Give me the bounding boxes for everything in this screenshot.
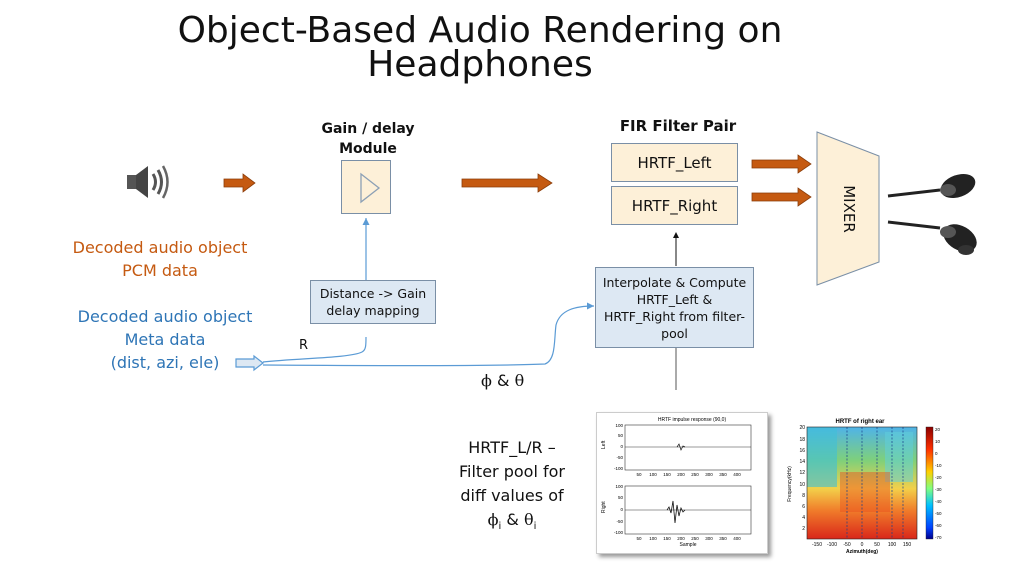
svg-text:0: 0 [861, 542, 864, 548]
svg-text:Right: Right [601, 501, 607, 513]
svg-text:8: 8 [802, 493, 805, 499]
svg-text:150: 150 [903, 542, 912, 548]
svg-text:-50: -50 [935, 511, 942, 516]
interpolate-box: Interpolate & Compute HRTF_Left & HRTF_R… [595, 267, 754, 348]
filter-pool-label: HRTF_L/R – Filter pool for diff values o… [459, 438, 565, 533]
svg-text:400: 400 [733, 536, 741, 541]
svg-text:-20: -20 [935, 475, 942, 480]
mixer-shape [816, 131, 880, 286]
svg-text:50: 50 [618, 433, 624, 438]
svg-text:50: 50 [618, 495, 624, 500]
heatmap-title: HRTF of right ear [836, 419, 886, 425]
svg-text:200: 200 [677, 472, 685, 477]
page-title: Object-Based Audio Rendering on Headphon… [177, 10, 783, 85]
svg-text:-100: -100 [614, 466, 624, 471]
svg-text:14: 14 [799, 459, 805, 465]
orange-arrow-2 [461, 173, 553, 193]
svg-text:-70: -70 [935, 535, 942, 540]
svg-text:400: 400 [733, 472, 741, 477]
svg-text:-30: -30 [935, 487, 942, 492]
gain-module-label: Gain / delay Module [321, 121, 415, 157]
svg-text:100: 100 [615, 484, 623, 489]
svg-text:6: 6 [802, 504, 805, 510]
svg-text:4: 4 [802, 515, 805, 521]
svg-text:100: 100 [649, 472, 657, 477]
svg-text:300: 300 [705, 472, 713, 477]
svg-text:300: 300 [705, 536, 713, 541]
r-label: R [299, 338, 309, 353]
svg-text:-40: -40 [935, 499, 942, 504]
pcm-data-label: Decoded audio object PCM data [72, 238, 248, 280]
svg-text:-10: -10 [935, 463, 942, 468]
svg-text:100: 100 [888, 542, 897, 548]
svg-text:200: 200 [677, 536, 685, 541]
fir-label: FIR Filter Pair [619, 117, 737, 135]
hrtf-left-box: HRTF_Left [611, 143, 738, 182]
svg-text:50: 50 [874, 542, 880, 548]
svg-text:Left: Left [601, 440, 607, 449]
svg-text:20: 20 [935, 427, 941, 432]
gain-module-box [341, 160, 391, 214]
svg-text:100: 100 [615, 423, 623, 428]
svg-text:12: 12 [799, 470, 805, 476]
svg-text:250: 250 [691, 536, 699, 541]
svg-text:-100: -100 [827, 542, 837, 548]
svg-text:Sample: Sample [680, 542, 697, 548]
hrtf-heatmap-plot: HRTF of right ear 20 18 16 14 12 10 8 6 … [785, 412, 950, 557]
svg-text:18: 18 [799, 437, 805, 443]
svg-text:0: 0 [620, 507, 623, 512]
svg-text:-50: -50 [616, 455, 623, 460]
svg-text:10: 10 [935, 439, 941, 444]
svg-text:350: 350 [719, 472, 727, 477]
svg-text:50: 50 [636, 536, 642, 541]
distance-mapping-box: Distance -> Gain delay mapping [310, 280, 436, 324]
play-triangle-icon [360, 172, 381, 204]
svg-text:2: 2 [802, 526, 805, 532]
svg-text:250: 250 [691, 472, 699, 477]
svg-text:Azimuth(deg): Azimuth(deg) [846, 549, 878, 555]
impulse-title: HRTF impulse response (90,0) [658, 417, 727, 423]
svg-text:-100: -100 [614, 530, 624, 535]
orange-arrow-1 [223, 173, 256, 193]
svg-text:350: 350 [719, 536, 727, 541]
svg-text:150: 150 [663, 472, 671, 477]
earphone-icon [887, 173, 977, 255]
speaker-icon [127, 165, 169, 199]
svg-text:-50: -50 [843, 542, 850, 548]
orange-arrow-3 [751, 154, 812, 174]
svg-text:-50: -50 [616, 519, 623, 524]
svg-text:20: 20 [799, 425, 805, 431]
svg-text:-150: -150 [812, 542, 822, 548]
blue-connectors [235, 218, 595, 372]
svg-text:-60: -60 [935, 523, 942, 528]
meta-data-label: Decoded audio object Meta data (dist, az… [77, 307, 253, 372]
svg-text:16: 16 [799, 448, 805, 454]
svg-text:Frequency(kHz): Frequency(kHz) [787, 466, 793, 502]
svg-text:0: 0 [620, 444, 623, 449]
hrtf-right-box: HRTF_Right [611, 186, 738, 225]
svg-text:10: 10 [799, 482, 805, 488]
svg-text:0: 0 [935, 451, 938, 456]
impulse-response-plot: HRTF impulse response (90,0) Left Right … [596, 412, 768, 554]
svg-text:100: 100 [649, 536, 657, 541]
orange-arrow-4 [751, 187, 812, 207]
svg-text:150: 150 [663, 536, 671, 541]
mixer-label: MIXER [840, 185, 858, 233]
phi-theta-label: ϕ & θ [481, 371, 525, 390]
svg-text:50: 50 [636, 472, 642, 477]
